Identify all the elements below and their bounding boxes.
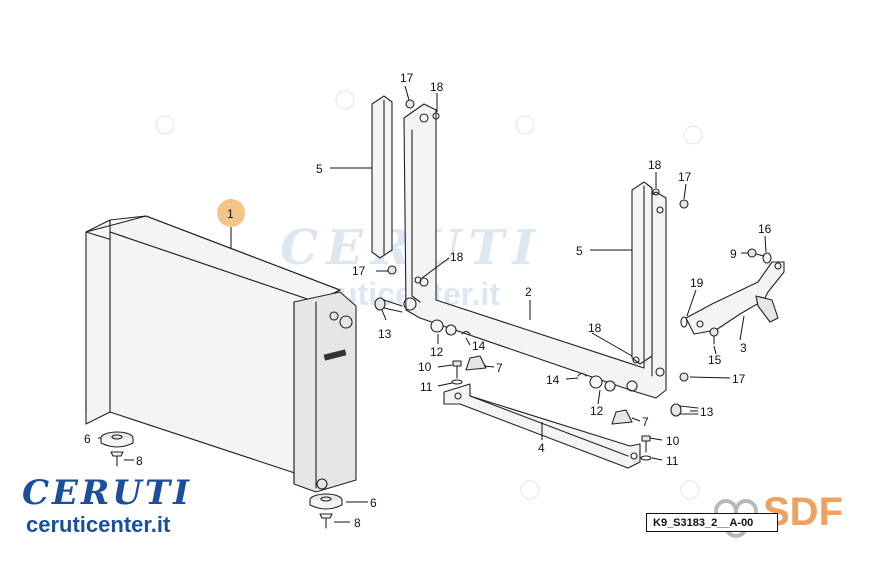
part-6-rubber-mount-right [309,493,343,510]
leader-lines [98,85,767,523]
callout-11-upper[interactable]: 11 [420,380,433,394]
callout-17-top[interactable]: 17 [400,71,414,85]
part-11-washer-lower [640,455,652,461]
part-14-clip-upper [461,330,471,335]
part-12-bushings-upper [430,319,457,336]
part-19-washer [680,316,688,328]
callout-15[interactable]: 15 [708,353,722,367]
part-13-pin-upper [374,297,403,313]
callout-18-lower[interactable]: 18 [588,321,602,335]
callout-18-top[interactable]: 18 [430,80,444,94]
part-8-screw-right [319,513,333,529]
part-18-nuts [414,112,660,364]
callout-17-right[interactable]: 17 [678,170,692,184]
callout-5-right[interactable]: 5 [576,244,583,258]
callout-8-left[interactable]: 8 [136,454,143,468]
callout-10-lower[interactable]: 10 [666,434,680,448]
callout-7-upper[interactable]: 7 [496,361,503,375]
part-1-cooler-block [85,215,357,493]
callout-16[interactable]: 16 [758,222,772,236]
part-6-rubber-mount-left [100,431,134,448]
part-8-screw-left [110,451,124,467]
part-15-bolt [709,327,719,345]
callout-5-left[interactable]: 5 [316,162,323,176]
callout-17-mid[interactable]: 17 [352,264,366,278]
part-3-lever-arm [685,261,785,335]
part-7-rubber-stop-lower [611,409,633,425]
callout-11-lower[interactable]: 11 [666,454,679,468]
callout-1[interactable]: 1 [227,207,234,221]
part-5-seal-strip-right [631,181,653,365]
callout-9[interactable]: 9 [730,247,737,261]
callout-12-upper[interactable]: 12 [430,345,444,359]
callout-10-upper[interactable]: 10 [418,360,432,374]
callout-14-lower[interactable]: 14 [546,373,560,387]
callout-2[interactable]: 2 [525,285,532,299]
ceruti-brand-logo[interactable]: CERUTI ceruticenter.it [22,474,262,544]
part-17-bolts [387,99,689,382]
part-10-bolt-lower [641,435,651,453]
callout-3[interactable]: 3 [740,341,747,355]
callout-7-lower[interactable]: 7 [642,415,649,429]
callout-18-mid[interactable]: 18 [450,250,464,264]
callout-13-upper[interactable]: 13 [378,327,392,341]
callout-6-right[interactable]: 6 [370,496,377,510]
drawing-code-box: K9_S3183_2__A-00 [646,513,778,532]
brand-name: CERUTI [22,473,193,513]
callout-6-left[interactable]: 6 [84,432,91,446]
part-16-washer [762,252,772,264]
callout-13-lower[interactable]: 13 [700,405,714,419]
part-9-bolt [747,248,765,258]
callout-18-right[interactable]: 18 [648,158,662,172]
brand-site-link[interactable]: ceruticenter.it [26,512,171,537]
callout-14-upper[interactable]: 14 [472,339,486,353]
part-12-bushings-lower [589,375,616,392]
part-1-highlight-marker[interactable] [217,199,245,227]
callout-17-lower[interactable]: 17 [732,372,746,386]
part-7-rubber-stop-upper [465,355,487,371]
callout-12-lower[interactable]: 12 [590,404,604,418]
callout-labels: 1 2 3 4 5 5 6 6 7 7 8 8 9 10 10 11 11 12… [84,71,772,530]
part-11-washer-upper [451,379,463,385]
part-5-seal-strip-left [371,95,393,259]
callout-4[interactable]: 4 [538,441,545,455]
part-13-pin-lower [670,403,699,417]
callout-8-right[interactable]: 8 [354,516,361,530]
part-14-clip-lower [577,372,587,377]
callout-19[interactable]: 19 [690,276,704,290]
part-10-bolt-upper [452,360,462,379]
